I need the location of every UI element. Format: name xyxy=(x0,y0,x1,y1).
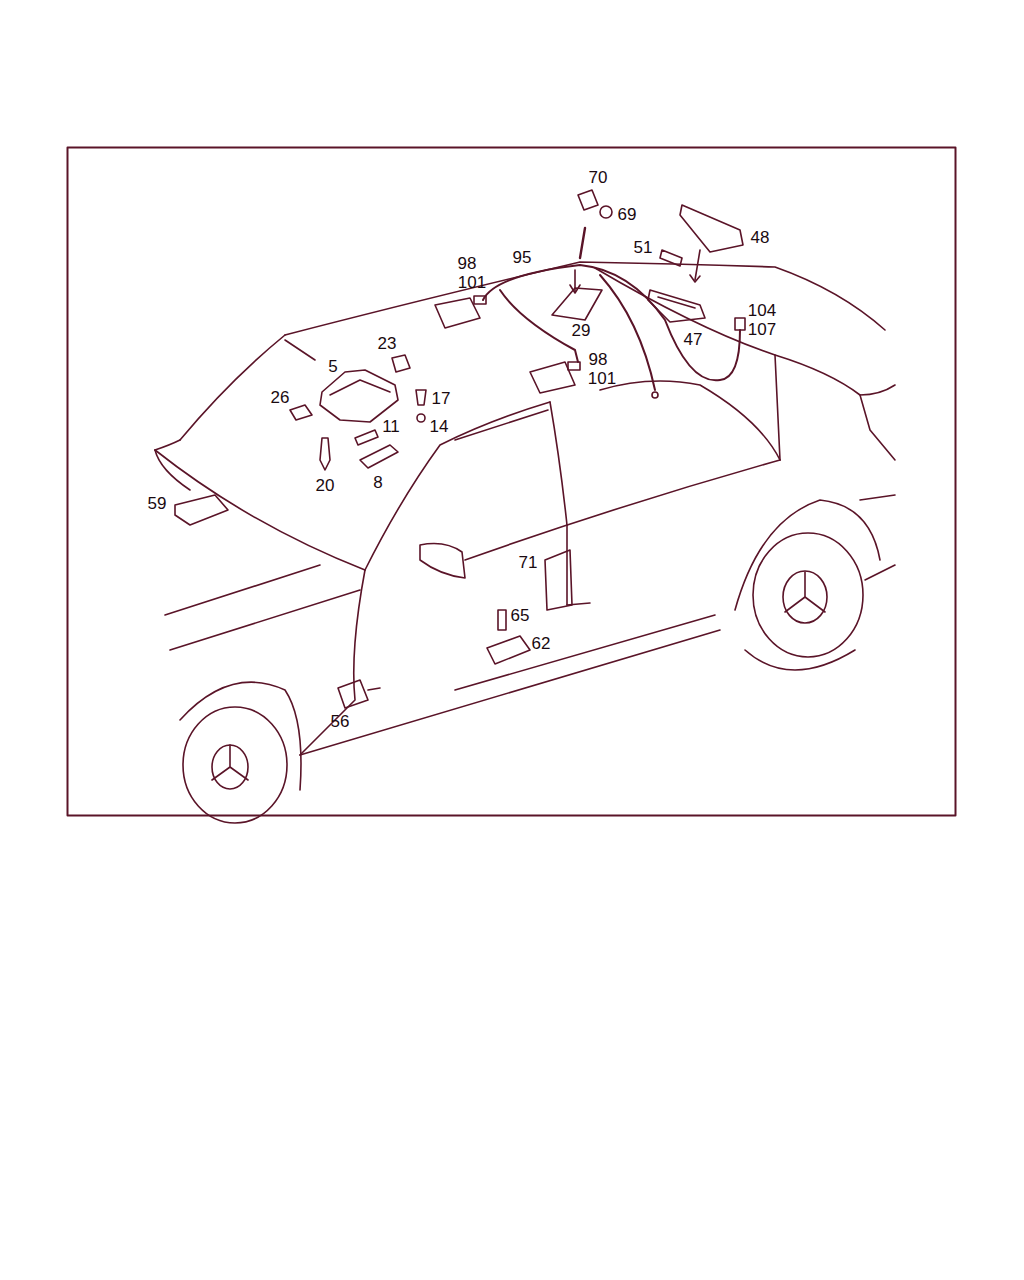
callout-number: 48 xyxy=(750,229,771,247)
part-outline xyxy=(680,205,743,252)
part-outline xyxy=(785,572,825,612)
part-outline xyxy=(417,414,425,422)
part-outline xyxy=(498,610,506,630)
callout-number: 20 xyxy=(315,477,336,495)
part-outline xyxy=(212,745,248,780)
part-outline xyxy=(745,650,855,670)
part-outline xyxy=(658,297,695,308)
part-outline xyxy=(455,410,548,440)
callout-number: 104 xyxy=(747,302,777,320)
part-outline xyxy=(355,430,378,445)
part-outline xyxy=(648,290,705,322)
part-outline xyxy=(180,682,301,790)
callout-number: 65 xyxy=(510,607,531,625)
callout-number: 11 xyxy=(381,418,401,436)
part-outline xyxy=(320,370,398,422)
part-outline xyxy=(416,390,426,405)
part-outline xyxy=(552,288,602,320)
part-outline xyxy=(330,380,390,395)
part-outline xyxy=(392,355,410,372)
part-outline xyxy=(570,285,580,293)
part-outline xyxy=(465,460,780,560)
part-outline xyxy=(365,402,550,570)
callout-number: 23 xyxy=(377,335,398,353)
callout-number: 101 xyxy=(457,274,487,292)
part-outline xyxy=(865,565,895,580)
part-outline xyxy=(566,525,568,605)
callout-number: 14 xyxy=(429,418,450,436)
part-outline xyxy=(652,392,658,398)
part-outline xyxy=(600,206,612,218)
part-outline xyxy=(568,362,580,370)
part-outline xyxy=(783,571,827,623)
callout-number: 69 xyxy=(617,206,638,224)
callout-number: 8 xyxy=(372,474,383,492)
part-outline xyxy=(550,402,567,525)
part-outline xyxy=(735,500,880,610)
part-outline xyxy=(183,707,287,823)
part-outline xyxy=(285,340,315,360)
part-outline xyxy=(155,440,180,450)
part-outline xyxy=(360,445,398,468)
part-outline xyxy=(600,381,780,460)
part-outline xyxy=(487,636,530,664)
callout-number: 101 xyxy=(587,370,617,388)
part-outline xyxy=(545,550,572,610)
part-outline xyxy=(580,228,585,258)
part-outline xyxy=(300,630,720,755)
part-outline xyxy=(180,335,285,440)
callout-number: 95 xyxy=(512,249,533,267)
part-outline xyxy=(320,438,330,470)
callout-number: 47 xyxy=(683,331,704,349)
part-outline xyxy=(175,495,228,525)
part-outline xyxy=(574,270,576,292)
part-outline xyxy=(455,615,715,690)
callout-number: 17 xyxy=(431,390,452,408)
callout-number: 71 xyxy=(518,554,539,572)
part-outline xyxy=(660,250,682,266)
part-outline xyxy=(735,318,745,330)
part-outline xyxy=(155,450,190,490)
callout-number: 98 xyxy=(588,351,609,369)
part-outline xyxy=(595,268,895,395)
callout-number: 56 xyxy=(330,713,351,731)
callout-number: 51 xyxy=(633,239,654,257)
callout-number: 26 xyxy=(270,389,291,407)
part-outline xyxy=(300,570,365,755)
callout-number: 59 xyxy=(147,495,168,513)
part-outline xyxy=(212,745,248,789)
part-outline xyxy=(170,590,360,650)
part-outline xyxy=(338,680,368,708)
callout-number: 70 xyxy=(588,169,609,187)
callout-number: 107 xyxy=(747,321,777,339)
part-outline xyxy=(420,544,465,578)
part-outline xyxy=(290,405,312,420)
part-outline xyxy=(860,495,895,500)
callout-number: 5 xyxy=(327,358,338,376)
callout-number: 29 xyxy=(571,322,592,340)
line-group xyxy=(68,148,956,824)
part-outline xyxy=(860,395,895,460)
part-outline xyxy=(483,265,740,380)
part-outline xyxy=(775,355,780,460)
part-outline xyxy=(474,296,486,304)
callout-number: 98 xyxy=(457,255,478,273)
part-outline xyxy=(500,290,578,362)
part-outline xyxy=(68,148,956,816)
part-outline xyxy=(165,565,320,615)
part-outline xyxy=(695,250,700,280)
part-outline xyxy=(578,190,598,210)
part-outline xyxy=(753,533,863,657)
part-outline xyxy=(368,688,380,690)
callout-number: 62 xyxy=(531,635,552,653)
part-outline xyxy=(155,450,365,570)
part-outline xyxy=(690,275,700,282)
